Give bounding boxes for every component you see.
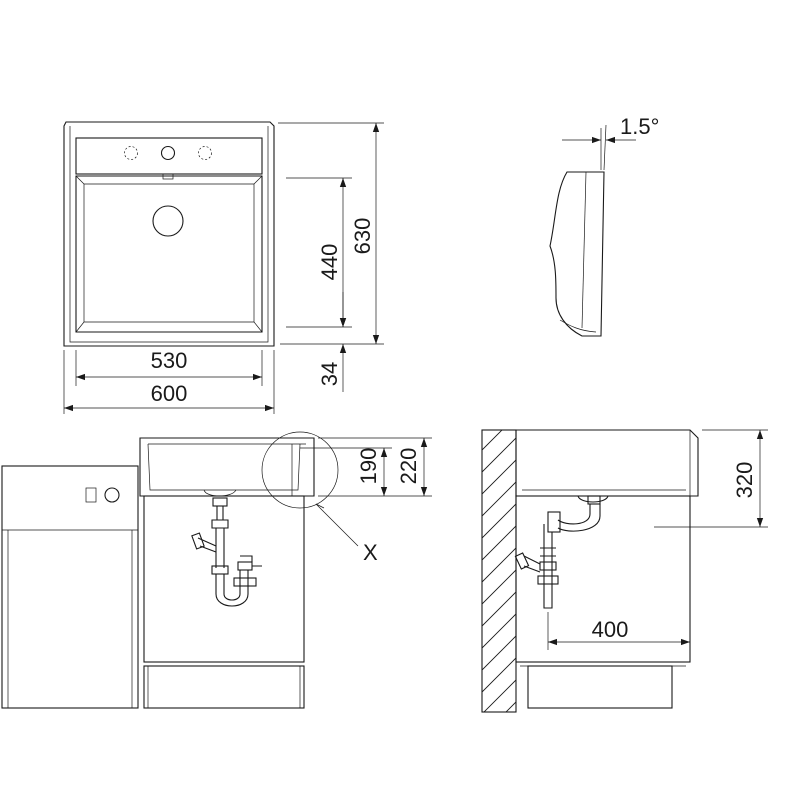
tap-hole-right-icon [198, 146, 212, 160]
drain-hole-icon [152, 205, 184, 237]
detail-marker [261, 431, 359, 547]
sink-front-body [139, 437, 315, 497]
sink-top-view [63, 121, 275, 347]
dim-angle: 1.5° [620, 114, 659, 139]
wall-hatch [481, 429, 517, 713]
tap-hole-center-icon [160, 145, 176, 161]
sink-side-profile [549, 124, 636, 337]
side-elevation [481, 429, 768, 713]
top-view-dimensions [63, 122, 384, 414]
siphon-side-icon [514, 495, 609, 609]
dim-install-height: 320 [732, 462, 757, 499]
dim-bowl-depth-inner: 190 [356, 448, 381, 485]
tap-hole-left-icon [124, 146, 138, 160]
front-elevation [1, 431, 432, 709]
detail-marker-label: X [363, 540, 378, 565]
dim-outer-depth: 630 [350, 218, 375, 255]
dim-front-height: 34 [317, 362, 342, 386]
dim-inner-width: 530 [151, 348, 188, 373]
dim-inner-depth: 440 [317, 244, 342, 281]
dim-drain-offset: 400 [592, 617, 629, 642]
appliance-knob-icon [104, 487, 120, 503]
dishwasher-cabinet [1, 465, 139, 709]
dim-outer-width: 600 [151, 381, 188, 406]
siphon-trap-icon [191, 497, 262, 607]
dim-bowl-depth-outer: 220 [396, 448, 421, 485]
